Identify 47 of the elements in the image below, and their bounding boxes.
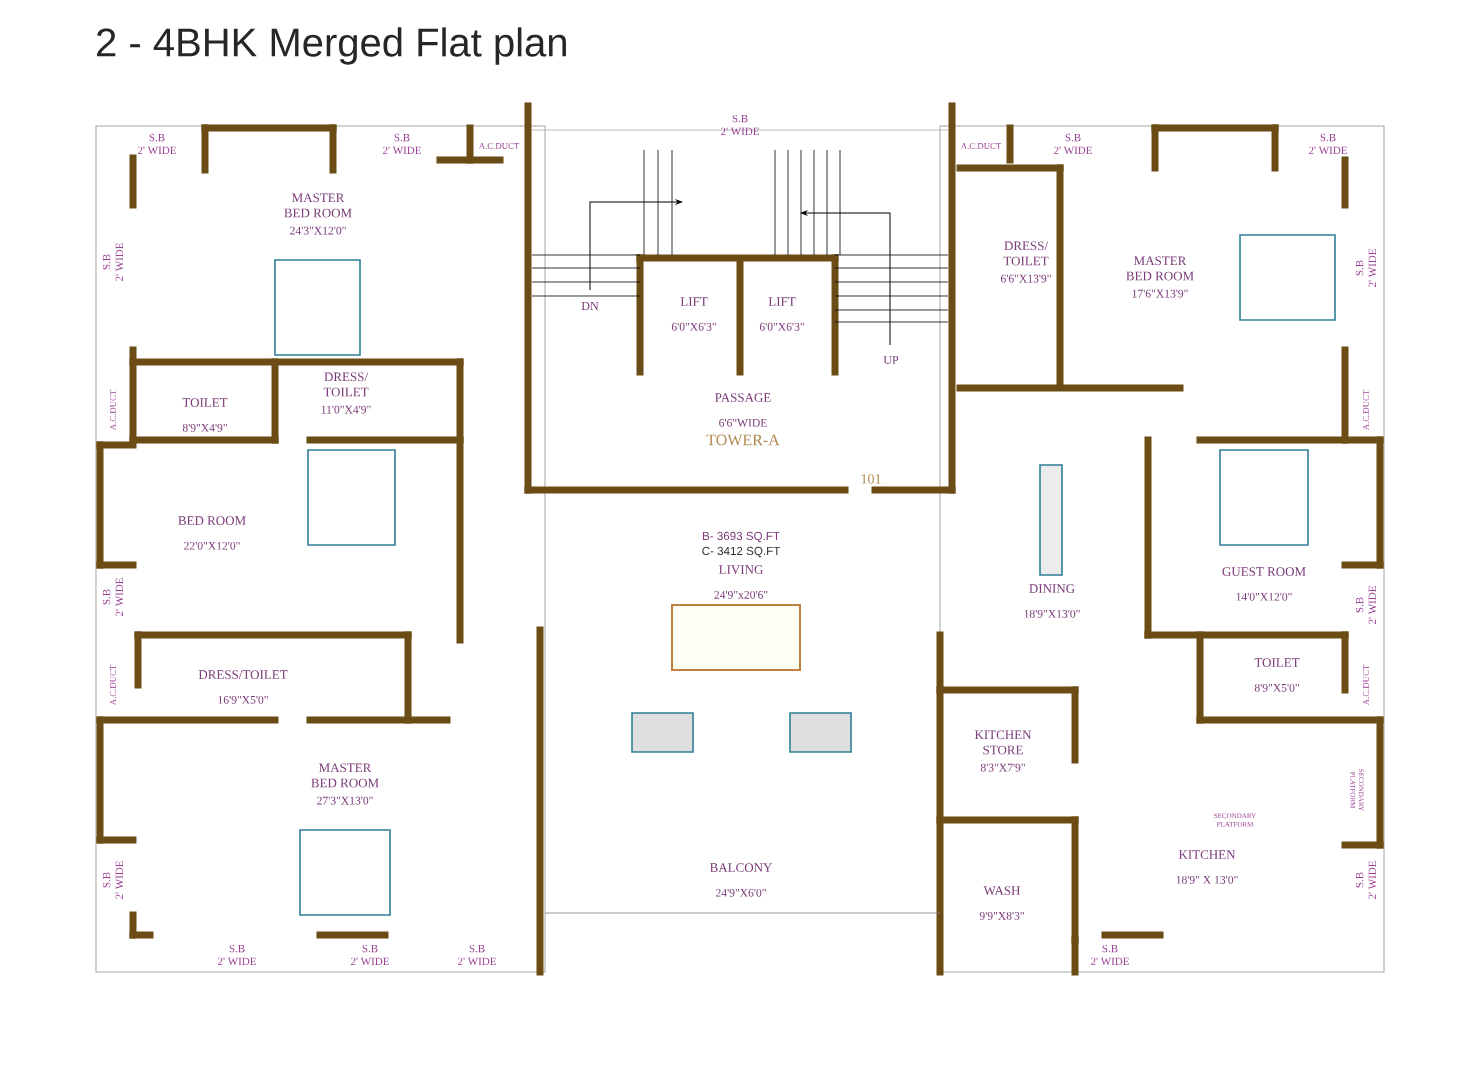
room-label: BALCONY 24'9"X6'0" <box>709 863 773 897</box>
area-label: S.B 2' WIDE <box>1355 249 1377 287</box>
area-label: A.C.DUCT <box>478 143 520 149</box>
room-label: MASTER BED ROOM 17'6"X13'9" <box>1126 256 1194 298</box>
title: 2 - 4BHK Merged Flat plan <box>97 27 566 65</box>
room-label: BED ROOM 22'0"X12'0" <box>178 516 246 550</box>
direction-label: UP <box>883 356 899 364</box>
room-label: KITCHEN STORE 8'3"X7'9" <box>974 730 1032 772</box>
area-label: A.C.DUCT <box>110 389 116 431</box>
area-label: S.B 2' WIDE <box>102 578 124 616</box>
area-label: S.B 2' WIDE <box>1309 133 1347 155</box>
area-label: S.B 2' WIDE <box>138 133 176 155</box>
room-label: PASSAGE 6'6"WIDE <box>715 393 771 427</box>
room-label: TOILET 8'9"X4'9" <box>182 398 228 432</box>
direction-label: DN <box>581 302 599 310</box>
area-label: S.B 2' WIDE <box>351 944 389 966</box>
area-label: S.B 2' WIDE <box>218 944 256 966</box>
area-label: A.C.DUCT <box>1363 664 1369 706</box>
room-label: LIVING 24'9"x20'6" <box>714 565 768 599</box>
room-label: KITCHEN 18'9" X 13'0" <box>1176 850 1238 884</box>
room-label: WASH 9'9"X8'3" <box>979 886 1024 920</box>
room-label: DRESS/TOILET 16'9"X5'0" <box>198 670 288 704</box>
door-number: 101 <box>861 474 881 484</box>
area-label: S.B 2' WIDE <box>721 114 759 136</box>
area-label: S.B 2' WIDE <box>1355 861 1377 899</box>
area-label: S.B 2' WIDE <box>1091 944 1129 966</box>
area-note: C- 3412 SQ.FT <box>702 546 781 558</box>
area-note: B- 3693 SQ.FT <box>702 531 780 543</box>
area-label: S.B 2' WIDE <box>1355 586 1377 624</box>
area-label: S.B 2' WIDE <box>1054 133 1092 155</box>
room-label: GUEST ROOM 14'0"X12'0" <box>1222 567 1306 601</box>
area-label: A.C.DUCT <box>960 143 1002 149</box>
room-label: MASTER BED ROOM 27'3"X13'0" <box>311 763 379 805</box>
area-label: S.B 2' WIDE <box>102 243 124 281</box>
room-label: DRESS/ TOILET 11'0"X4'9" <box>321 372 371 414</box>
room-label: LIFT 6'0"X6'3" <box>759 297 804 331</box>
room-label: DINING 18'9"X13'0" <box>1024 584 1080 618</box>
room-label: LIFT 6'0"X6'3" <box>671 297 716 331</box>
area-label: A.C.DUCT <box>110 664 116 706</box>
room-label: MASTER BED ROOM 24'3"X12'0" <box>284 193 352 235</box>
tower-label: TOWER-A <box>706 434 780 446</box>
room-label: DRESS/ TOILET 6'6"X13'9" <box>1001 241 1051 283</box>
room-label: TOILET 8'9"X5'0" <box>1254 658 1300 692</box>
area-label: S.B 2' WIDE <box>458 944 496 966</box>
area-label: A.C.DUCT <box>1363 389 1369 431</box>
area-label: S.B 2' WIDE <box>383 133 421 155</box>
area-label: S.B 2' WIDE <box>102 861 124 899</box>
